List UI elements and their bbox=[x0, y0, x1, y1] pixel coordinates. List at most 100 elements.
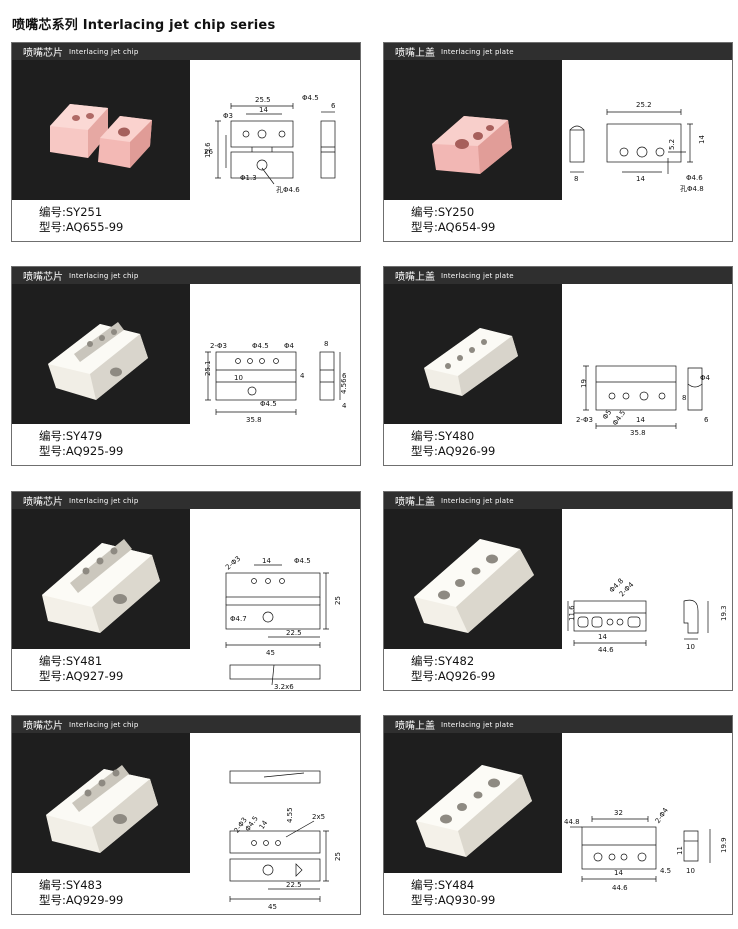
product-card-sy481: 喷嘴芯片 Interlacing jet chip bbox=[11, 491, 361, 691]
dim-label: 22.5 bbox=[286, 629, 302, 637]
product-model: 型号:AQ927-99 bbox=[39, 669, 124, 683]
card-header-cn: 喷嘴上盖 bbox=[395, 497, 435, 508]
product-model: 型号:AQ930-99 bbox=[411, 893, 496, 907]
dim-label: 10 bbox=[686, 643, 695, 651]
dim-label: 4 bbox=[300, 372, 305, 380]
product-card-sy251: 喷嘴芯片 Interlacing jet chip bbox=[11, 42, 361, 242]
dim-label: Φ4.5 bbox=[260, 400, 277, 408]
dim-label: 32 bbox=[614, 809, 623, 817]
product-photo bbox=[384, 60, 562, 200]
dim-label: 4.55 bbox=[286, 807, 294, 823]
dim-label: Φ4.7 bbox=[230, 615, 247, 623]
dim-label: 35.8 bbox=[246, 416, 262, 424]
dim-label: 4.5 bbox=[660, 867, 671, 875]
product-info: 编号:SY482 型号:AQ926-99 bbox=[384, 649, 562, 690]
card-header: 喷嘴芯片 Interlacing jet chip bbox=[12, 43, 360, 60]
dim-label: 6 bbox=[331, 102, 336, 110]
product-photo bbox=[384, 733, 562, 873]
technical-drawing: 25.5 14 Φ3 Φ4.5 26 15.6 Φ1.3 孔Φ4.6 6 bbox=[190, 60, 360, 241]
dim-label: 19.9 bbox=[720, 837, 728, 853]
dim-label: 44.6 bbox=[612, 884, 628, 892]
product-code: 编号:SY251 bbox=[39, 205, 103, 219]
card-header: 喷嘴上盖 Interlacing jet plate bbox=[384, 492, 732, 509]
product-code: 编号:SY483 bbox=[39, 878, 103, 892]
dim-label: Φ4.5 bbox=[611, 409, 627, 427]
dim-label: 15.6 bbox=[204, 142, 212, 158]
page-title: 喷嘴芯系列 Interlacing jet chip series bbox=[12, 18, 276, 33]
dim-label: Φ4.5 bbox=[244, 815, 260, 833]
card-header: 喷嘴上盖 Interlacing jet plate bbox=[384, 267, 732, 284]
product-photo bbox=[12, 284, 190, 424]
dim-label: Φ4 bbox=[284, 342, 295, 350]
dim-label: 25.5 bbox=[255, 96, 271, 104]
dim-label: 14 bbox=[614, 869, 623, 877]
technical-drawing: 2-Φ3 Φ4.5 14 4.55 2x5 25 22.5 45 bbox=[190, 733, 360, 914]
product-code: 编号:SY479 bbox=[39, 429, 103, 443]
product-card-sy483: 喷嘴芯片 Interlacing jet chip bbox=[11, 715, 361, 915]
product-card-sy480: 喷嘴上盖 Interlacing jet plate bbox=[383, 266, 733, 466]
product-info: 编号:SY483 型号:AQ929-99 bbox=[12, 873, 190, 914]
dim-label: 11.6 bbox=[568, 605, 576, 621]
dim-label: 孔Φ4.6 bbox=[276, 186, 300, 194]
product-model: 型号:AQ654-99 bbox=[411, 220, 496, 234]
card-header: 喷嘴芯片 Interlacing jet chip bbox=[12, 267, 360, 284]
dim-label: 6 bbox=[342, 372, 347, 380]
dim-label: 2-Φ3 bbox=[210, 342, 227, 350]
product-photo bbox=[384, 509, 562, 649]
dim-label: Φ1.3 bbox=[240, 174, 257, 182]
dim-label: 2-Φ3 bbox=[224, 555, 242, 572]
product-photo bbox=[12, 509, 190, 649]
dim-label: Φ4 bbox=[700, 374, 711, 382]
dim-label: 4.56 bbox=[340, 378, 348, 394]
product-code: 编号:SY484 bbox=[411, 878, 475, 892]
card-header-en: Interlacing jet plate bbox=[441, 720, 514, 729]
card-header-cn: 喷嘴芯片 bbox=[23, 48, 63, 59]
dim-label: 25 bbox=[334, 596, 342, 605]
technical-drawing: 2-Φ3 Φ4.5 Φ4 25.1 10 4 Φ4.5 35.8 8 6 4.5… bbox=[190, 284, 360, 465]
dim-label: 8 bbox=[574, 175, 578, 183]
product-card-sy484: 喷嘴上盖 Interlacing jet plate bbox=[383, 715, 733, 915]
dim-label: 5.2 bbox=[668, 139, 676, 150]
product-model: 型号:AQ926-99 bbox=[411, 444, 496, 458]
technical-drawing: 44.8 32 2-Φ4 14 44.6 4.5 11 19.9 10 bbox=[562, 733, 732, 914]
product-code: 编号:SY480 bbox=[411, 429, 475, 443]
product-card-sy479: 喷嘴芯片 Interlacing jet chip bbox=[11, 266, 361, 466]
dim-label: 14 bbox=[259, 106, 268, 114]
dim-label: 10 bbox=[234, 374, 243, 382]
card-header-en: Interlacing jet plate bbox=[441, 496, 514, 505]
dim-label: 10 bbox=[686, 867, 695, 875]
card-header-en: Interlacing jet plate bbox=[441, 47, 514, 56]
technical-drawing: 25.2 14 5.2 Φ4.6 孔Φ4.8 8 14 bbox=[562, 60, 732, 241]
dim-label: 19 bbox=[580, 379, 588, 388]
technical-drawing: Φ4.8 2-Φ4 11.6 14 44.6 19.3 10 bbox=[562, 509, 732, 690]
product-card-sy482: 喷嘴上盖 Interlacing jet plate bbox=[383, 491, 733, 691]
card-header-cn: 喷嘴上盖 bbox=[395, 48, 435, 59]
dim-label: 19.3 bbox=[720, 605, 728, 621]
product-info: 编号:SY479 型号:AQ925-99 bbox=[12, 424, 190, 465]
product-info: 编号:SY250 型号:AQ654-99 bbox=[384, 200, 562, 241]
card-header-cn: 喷嘴上盖 bbox=[395, 721, 435, 732]
card-header: 喷嘴上盖 Interlacing jet plate bbox=[384, 716, 732, 733]
dim-label: 2-Φ3 bbox=[576, 416, 593, 424]
dim-label: 25.1 bbox=[204, 360, 212, 376]
product-model: 型号:AQ655-99 bbox=[39, 220, 124, 234]
card-header-en: Interlacing jet chip bbox=[69, 47, 139, 56]
dim-label: 4 bbox=[342, 402, 347, 410]
dim-label: 14 bbox=[636, 175, 645, 183]
product-model: 型号:AQ926-99 bbox=[411, 669, 496, 683]
dim-label: 25 bbox=[334, 852, 342, 861]
dim-label: 14 bbox=[258, 819, 270, 831]
card-header-cn: 喷嘴芯片 bbox=[23, 497, 63, 508]
card-header: 喷嘴上盖 Interlacing jet plate bbox=[384, 43, 732, 60]
product-code: 编号:SY481 bbox=[39, 654, 103, 668]
dim-label: 8 bbox=[682, 394, 686, 402]
card-header: 喷嘴芯片 Interlacing jet chip bbox=[12, 492, 360, 509]
product-info: 编号:SY480 型号:AQ926-99 bbox=[384, 424, 562, 465]
product-photo bbox=[12, 60, 190, 200]
dim-label: 14 bbox=[598, 633, 607, 641]
dim-label: 14 bbox=[698, 135, 706, 144]
dim-label: 14 bbox=[262, 557, 271, 565]
dim-label: Φ4.5 bbox=[302, 94, 319, 102]
dim-label: 22.5 bbox=[286, 881, 302, 889]
dim-label: 45 bbox=[266, 649, 275, 657]
